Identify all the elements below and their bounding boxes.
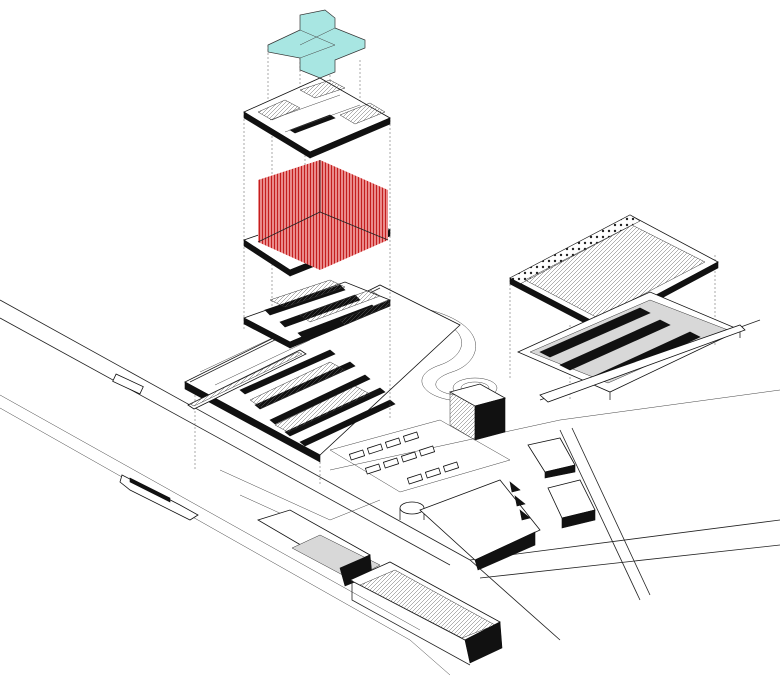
- podium-hatch-zones: [249, 361, 371, 433]
- cyan-cross: [267, 9, 366, 79]
- office-l-block: [527, 437, 596, 529]
- red-volume: [258, 160, 388, 270]
- rail-line-inner: [0, 317, 451, 566]
- podium-complex: [184, 284, 461, 485]
- road-edge-a: [0, 394, 421, 631]
- glazed-block: [448, 383, 507, 441]
- main-road-east-2: [479, 544, 780, 579]
- cyan-roof: [267, 9, 366, 79]
- tower-level-3: [243, 279, 392, 349]
- exhibition-hall: [509, 214, 761, 403]
- diagonal-road-north: [559, 429, 641, 601]
- main-road-east: [469, 519, 780, 561]
- tower-level-red: [243, 160, 391, 277]
- parking-area: [329, 419, 511, 493]
- road-edge-b: [0, 407, 451, 676]
- tower-level-top: [243, 77, 391, 159]
- ship: [112, 373, 199, 521]
- train-shed-complex: [257, 509, 503, 666]
- terminal-building: [399, 479, 541, 571]
- service-road: [329, 389, 780, 471]
- diagonal-road-north-2: [571, 427, 651, 596]
- parked-cars: [348, 431, 460, 485]
- plaza-path: [219, 469, 381, 521]
